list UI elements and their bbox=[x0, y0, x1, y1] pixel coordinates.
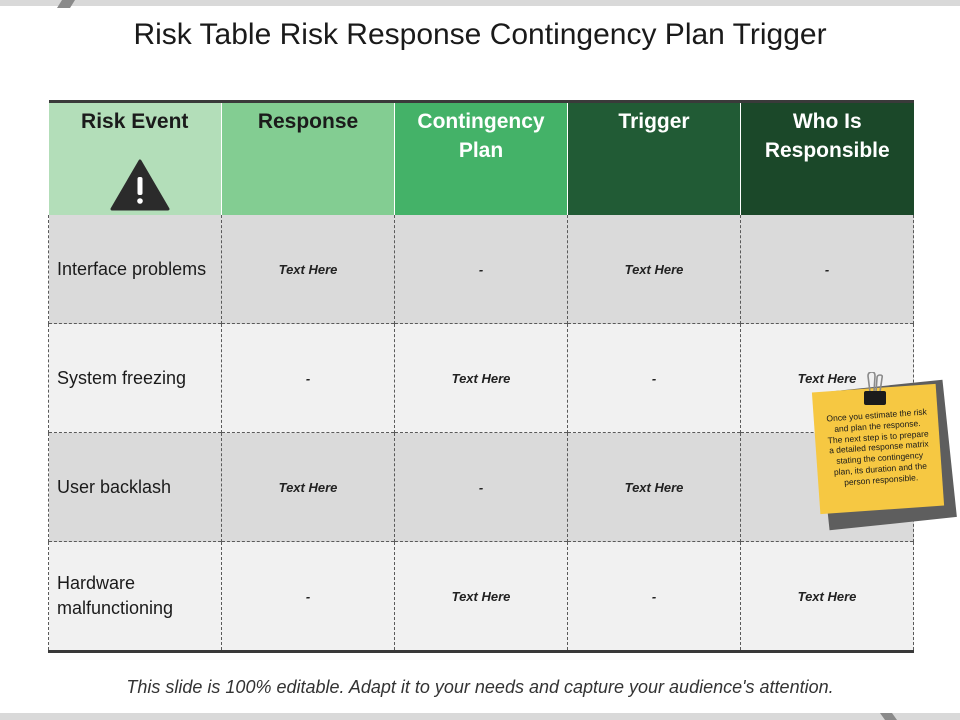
risk-event-cell: Hardware malfunctioning bbox=[48, 541, 222, 652]
response-cell: - bbox=[221, 323, 395, 433]
responsible-cell: - bbox=[740, 215, 914, 324]
sticky-note: Once you estimate the risk and plan the … bbox=[811, 372, 957, 532]
risk-table: Risk Event Response Contingency Plan Tri… bbox=[48, 100, 914, 653]
sticky-note-text: Once you estimate the risk and plan the … bbox=[826, 406, 929, 488]
table-header-row: Risk Event Response Contingency Plan Tri… bbox=[48, 101, 914, 215]
trigger-cell: - bbox=[567, 323, 741, 433]
risk-table-container: Risk Event Response Contingency Plan Tri… bbox=[48, 100, 914, 653]
top-decoration bbox=[0, 0, 960, 8]
binder-clip-icon bbox=[864, 372, 886, 405]
contingency-plan-cell: - bbox=[394, 215, 568, 324]
footer-caption: This slide is 100% editable. Adapt it to… bbox=[126, 677, 834, 697]
table-row: Interface problems Text Here - Text Here… bbox=[48, 215, 914, 324]
response-cell: Text Here bbox=[221, 432, 395, 542]
header-response: Response bbox=[221, 101, 395, 215]
contingency-plan-cell: - bbox=[394, 432, 568, 542]
risk-event-cell: System freezing bbox=[48, 323, 222, 433]
table-row: Hardware malfunctioning - Text Here - Te… bbox=[48, 541, 914, 652]
header-contingency-plan: Contingency Plan bbox=[394, 101, 568, 215]
responsible-cell: Text Here bbox=[740, 541, 914, 652]
contingency-plan-cell: Text Here bbox=[394, 323, 568, 433]
response-cell: Text Here bbox=[221, 215, 395, 324]
trigger-cell: Text Here bbox=[567, 432, 741, 542]
contingency-plan-cell: Text Here bbox=[394, 541, 568, 652]
risk-event-cell: Interface problems bbox=[48, 215, 222, 324]
bottom-decoration bbox=[0, 713, 960, 720]
response-cell: - bbox=[221, 541, 395, 652]
slide-title: Risk Table Risk Response Contingency Pla… bbox=[133, 18, 827, 51]
trigger-cell: - bbox=[567, 541, 741, 652]
table-row: System freezing - Text Here - Text Here bbox=[48, 323, 914, 433]
warning-triangle-icon bbox=[110, 159, 169, 211]
table-row: User backlash Text Here - Text Here bbox=[48, 432, 914, 542]
header-trigger: Trigger bbox=[567, 101, 741, 215]
header-label: Risk Event bbox=[81, 110, 189, 133]
header-who-is-responsible: Who Is Responsible bbox=[740, 101, 914, 215]
trigger-cell: Text Here bbox=[567, 215, 741, 324]
header-risk-event: Risk Event bbox=[48, 101, 222, 215]
risk-event-cell: User backlash bbox=[48, 432, 222, 542]
